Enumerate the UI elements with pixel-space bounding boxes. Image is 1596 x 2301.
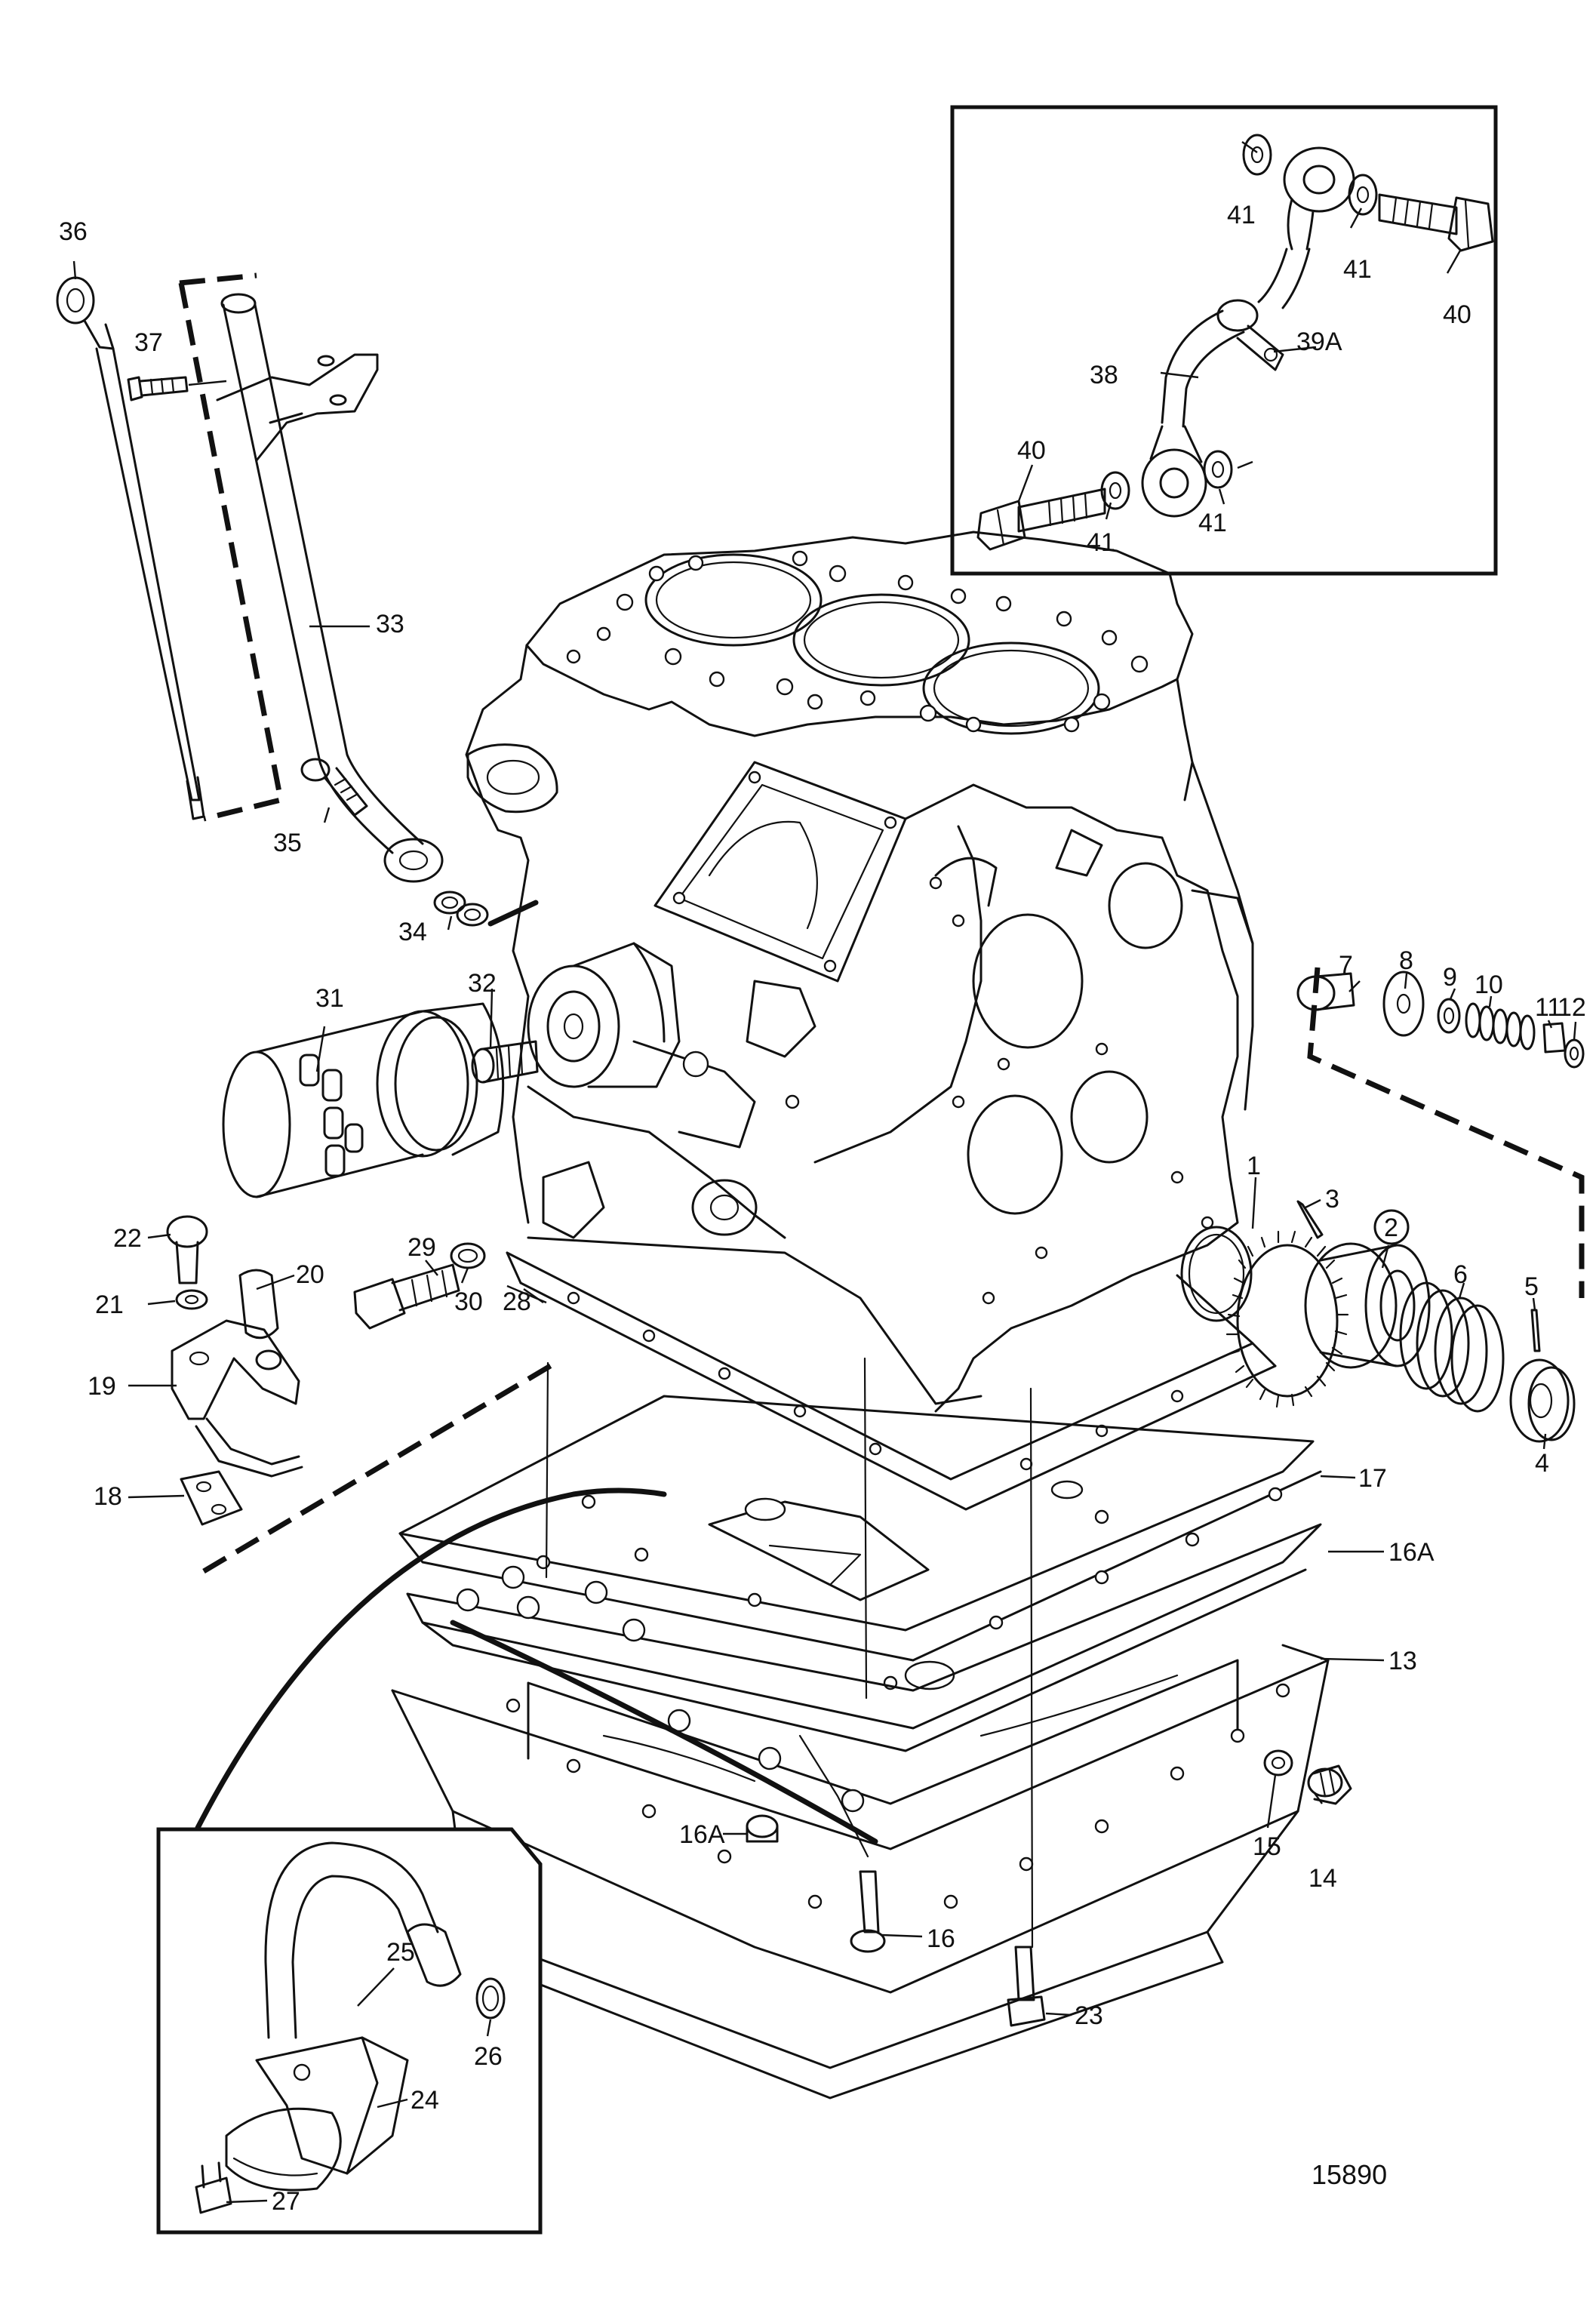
sump-fasteners: [746, 1814, 1046, 2027]
callout-33: 32: [468, 969, 497, 998]
filter-nipple: [471, 1040, 539, 1084]
callout-32: 31: [315, 984, 344, 1013]
banjo-bolt-upper: [1378, 193, 1494, 252]
dipstick-tube: [216, 293, 444, 883]
drawing-reference-number: 15890: [1312, 2159, 1387, 2190]
sump-gasket-lower: [406, 1523, 1322, 1752]
callout-30: 29: [407, 1233, 436, 1262]
callout-26: 25: [386, 1938, 415, 1967]
relief-spring: [1465, 1002, 1536, 1051]
callout-23: 22: [113, 1224, 142, 1253]
callout-28: 27: [272, 2187, 300, 2216]
callout-21: 20: [296, 1260, 324, 1289]
oil-sump: [391, 1644, 1330, 2100]
sump-gasket-upper: [506, 1251, 1277, 1511]
inset-oil-pickup: [156, 1827, 543, 2235]
deck-holes: [566, 550, 1149, 733]
tube-seal-rings: [433, 891, 539, 927]
callout-15: 15: [1253, 1832, 1281, 1861]
callout-7: 7: [1339, 951, 1353, 980]
alignment-lines: [545, 1357, 1034, 1949]
pump-spring: [1399, 1281, 1505, 1413]
callout-20: 19: [88, 1372, 116, 1401]
baffle-bolts: [456, 1565, 865, 1813]
callout-41-top-left: 41: [1227, 201, 1256, 229]
callout-38: 37: [134, 328, 163, 357]
callout-1: 1: [1247, 1152, 1261, 1180]
sump-drain-plug: [1263, 1749, 1352, 1805]
dipstick: [56, 276, 205, 820]
tube-clamp-bolt: [300, 758, 368, 817]
pipe-clamp: [1216, 299, 1284, 371]
callout-25: 24: [411, 2086, 439, 2115]
pump-gear: [1225, 1230, 1431, 1408]
callout-39A: 39A: [1296, 328, 1342, 356]
callout-3: 3: [1325, 1185, 1339, 1214]
callout-35: 34: [398, 918, 427, 946]
bracket-dashed-guide: [202, 1360, 557, 1574]
left-bracket-parts: [166, 1215, 303, 1526]
tube-bracket-bolt: [127, 376, 227, 401]
pickup-pointer-line: [195, 1487, 667, 1831]
callout-6: 6: [1453, 1260, 1468, 1289]
callout-40-bottom: 40: [1017, 436, 1046, 465]
callout-29: 28: [503, 1287, 531, 1316]
lower-banjo-fitting: [1100, 425, 1233, 518]
oil-filter: [222, 1002, 505, 1198]
callout-40-top: 40: [1443, 300, 1471, 329]
callout-17: 16A: [1388, 1538, 1435, 1567]
callout-19: 18: [94, 1482, 122, 1511]
callout-37: 36: [59, 217, 88, 246]
callout-31: 30: [454, 1287, 483, 1316]
callout-16A: 16A: [679, 1820, 725, 1849]
callout-5: 5: [1524, 1272, 1539, 1301]
callout-22: 21: [95, 1290, 124, 1319]
callout-labels: 36 37 33 35 34 31 32 22 21 20 19 18 29 3…: [59, 201, 1586, 2216]
callout-9: 9: [1443, 963, 1457, 992]
callout-34: 33: [376, 610, 404, 638]
inset-oil-line: [950, 105, 1498, 576]
filter-grip-ribs: [299, 1054, 364, 1177]
callout-4: 4: [1535, 1449, 1549, 1478]
dipstick-assembly-bracket: [178, 272, 284, 822]
callout-8: 8: [1399, 946, 1413, 975]
callout-18: 17: [1358, 1464, 1387, 1493]
callout-41-bottom-right: 41: [1198, 509, 1227, 537]
callout-16: 16: [927, 1924, 955, 1953]
callout-24: 23: [1075, 2001, 1103, 2030]
cylinder-block: [465, 531, 1254, 1413]
callout-41-top-right: 41: [1343, 255, 1372, 284]
callout-14: 14: [1308, 1864, 1337, 1893]
leader-lines: [72, 260, 1577, 2204]
callout-36: 35: [273, 829, 302, 857]
upper-banjo-fitting: [1242, 134, 1378, 309]
callout-11: 11: [1535, 993, 1561, 1022]
callout-27: 26: [474, 2042, 503, 2071]
callout-41-bottom-left: 41: [1087, 528, 1115, 557]
callout-12: 12: [1558, 993, 1586, 1022]
callout-10: 10: [1475, 971, 1503, 999]
pump-drive-parts: [1180, 967, 1585, 1443]
callout-13: 13: [1388, 1647, 1417, 1675]
callout-39: 38: [1090, 361, 1118, 389]
baffle-plate: [398, 1395, 1322, 1690]
callout-2: 2: [1384, 1214, 1398, 1242]
